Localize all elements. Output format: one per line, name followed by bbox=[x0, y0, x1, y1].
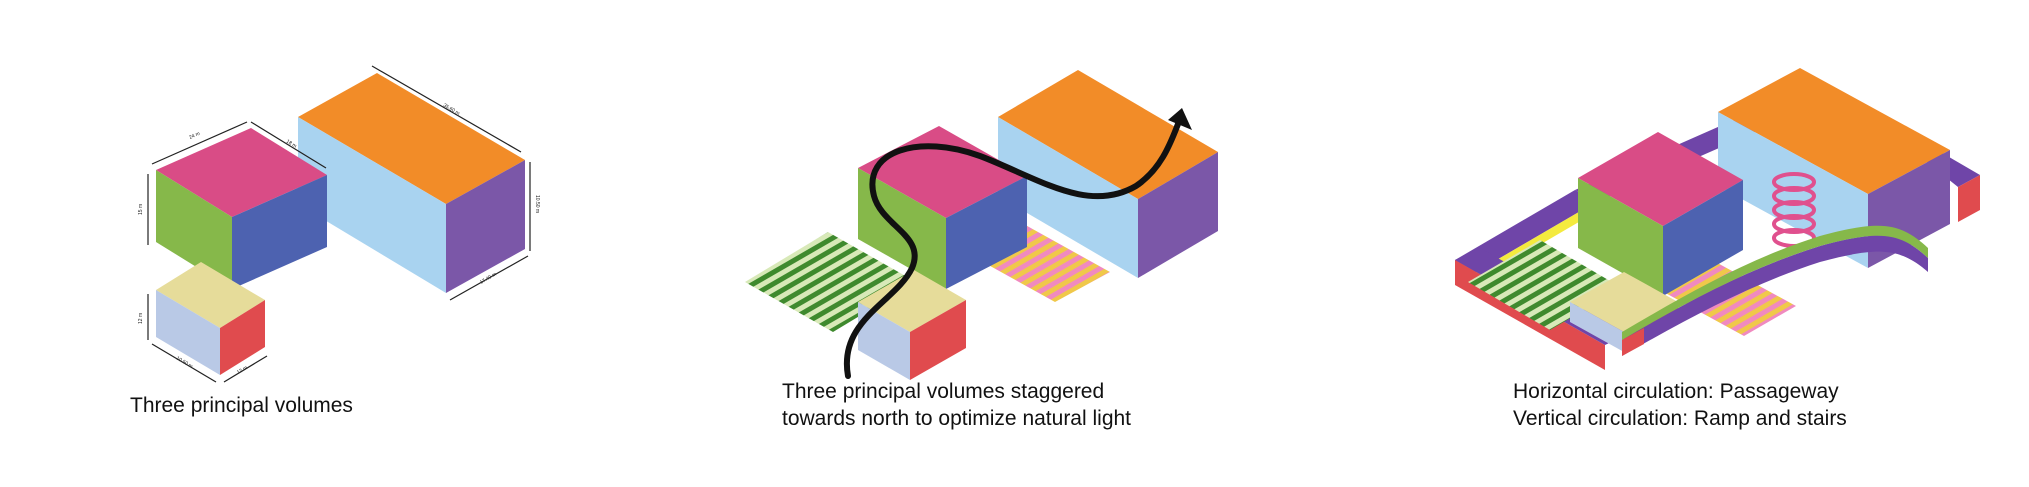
panel-staggered-volumes: Three principal volumes staggered toward… bbox=[660, 0, 1360, 487]
panel-caption: Three principal volumes staggered toward… bbox=[782, 378, 1131, 432]
panel-caption: Horizontal circulation: Passageway Verti… bbox=[1513, 378, 1847, 432]
isometric-volumes-diagram: 35.60 m 18 m 24 m 15 m 10.50 m 17.40 m 1… bbox=[138, 65, 540, 383]
ramp bbox=[1622, 225, 1928, 356]
large-volume bbox=[998, 70, 1218, 278]
dim-label: 12 m bbox=[236, 365, 249, 376]
caption-line: Three principal volumes staggered bbox=[782, 380, 1105, 403]
caption-line: Vertical circulation: Ramp and stairs bbox=[1513, 407, 1847, 430]
dim-label: 15 m bbox=[138, 204, 144, 215]
staggered-volumes-diagram bbox=[745, 70, 1218, 380]
caption-line: Horizontal circulation: Passageway bbox=[1513, 380, 1839, 403]
dimension-lines bbox=[147, 65, 531, 383]
caption-line: Three principal volumes bbox=[130, 394, 353, 417]
panel-circulation: Horizontal circulation: Passageway Verti… bbox=[1360, 0, 2029, 487]
panel-three-volumes: 35.60 m 18 m 24 m 15 m 10.50 m 17.40 m 1… bbox=[0, 0, 660, 487]
dim-label: 24 m bbox=[188, 131, 201, 141]
medium-volume bbox=[156, 128, 327, 289]
medium-volume bbox=[1578, 132, 1743, 296]
dim-label: 17.40 m bbox=[479, 271, 498, 285]
small-volume bbox=[156, 262, 265, 375]
panel-caption: Three principal volumes bbox=[130, 392, 353, 419]
circulation-diagram bbox=[1455, 68, 1980, 370]
dim-label: 12 m bbox=[138, 313, 144, 324]
dim-label: 18 m bbox=[285, 139, 298, 150]
small-volume bbox=[858, 270, 966, 380]
dim-label: 10.50 m bbox=[534, 195, 540, 213]
spiral-stair-icon bbox=[1772, 172, 1816, 248]
caption-line: towards north to optimize natural light bbox=[782, 407, 1132, 430]
large-volume bbox=[298, 73, 525, 293]
natural-light-arrow bbox=[843, 108, 1192, 379]
